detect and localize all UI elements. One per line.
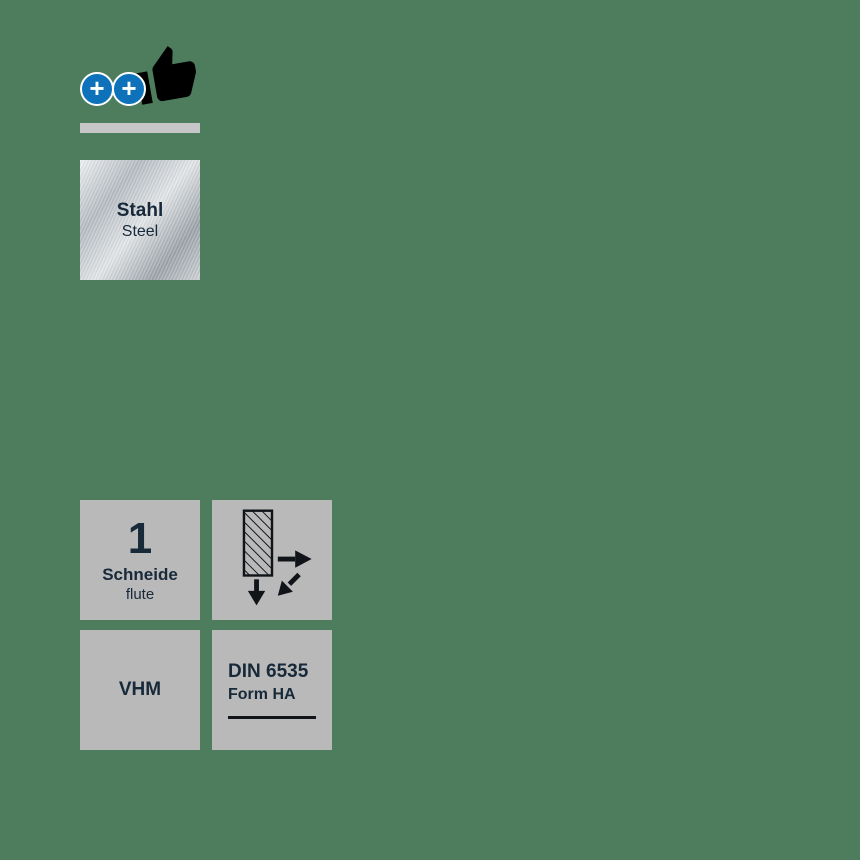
plunge-and-side-milling-icon [242,509,312,606]
plus-badge-label: + [89,73,105,103]
din-standard-tile: DIN 6535 Form HA [212,630,332,750]
din-form: Form HA [228,686,296,703]
divider-bar [80,123,200,133]
thumbs-up-icon [136,46,196,105]
carbide-tile: VHM [80,630,200,750]
plus-badge-icon: + [112,72,146,106]
plus-badge-label: + [121,73,137,103]
flute-label-en: flute [125,586,155,603]
material-tile: Stahl Steel [80,160,200,280]
din-text-block: DIN 6535 Form HA [228,661,316,719]
flute-label-de: Schneide [102,565,178,584]
plus-badge-icon: + [80,72,114,106]
material-subtitle: Steel [121,222,159,240]
material-title: Stahl [116,199,164,221]
carbide-label: VHM [118,679,162,700]
straight-shank-line-icon [228,716,316,719]
din-standard: DIN 6535 [228,661,309,682]
flute-count-tile: 1 Schneide flute [80,500,200,620]
capability-tile [212,500,332,620]
flute-count: 1 [127,514,153,563]
